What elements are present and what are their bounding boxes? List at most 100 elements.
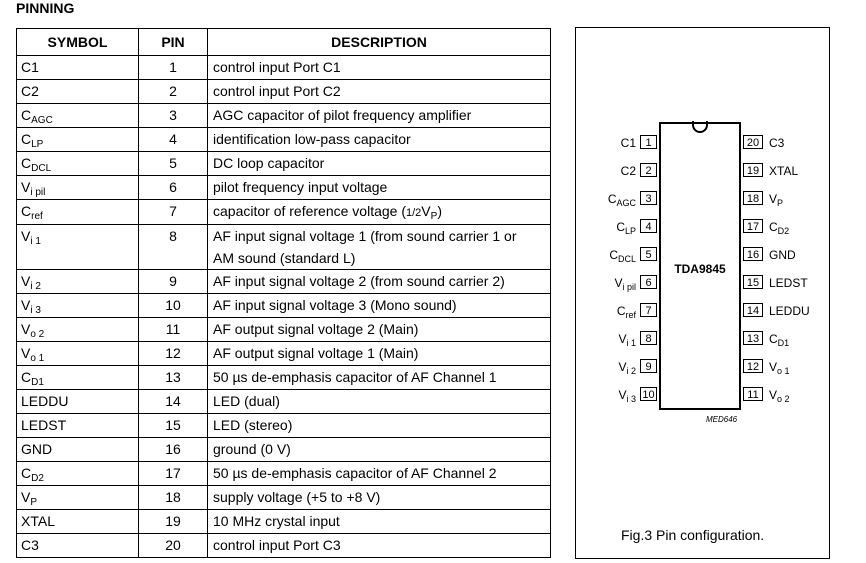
symbol-cell: VP — [16, 485, 139, 510]
description-cell: control input Port C2 — [207, 79, 551, 104]
description-cell: DC loop capacitor — [207, 151, 551, 176]
description-cell: AF input signal voltage 3 (Mono sound) — [207, 293, 551, 318]
pin-cell: 4 — [138, 127, 208, 152]
pin-symbol-label: VP — [769, 192, 784, 208]
pin-cell: 5 — [138, 151, 208, 176]
pin-cell: 10 — [138, 293, 208, 318]
description-cell: supply voltage (+5 to +8 V) — [207, 485, 551, 510]
pin-cell: 2 — [138, 79, 208, 104]
pin-cell: 13 — [138, 365, 208, 390]
pin-cell: 8 — [138, 224, 208, 270]
pin-number-box: 3 — [640, 191, 657, 205]
symbol-cell: CAGC — [16, 103, 139, 128]
pin-symbol-label: LEDST — [769, 276, 808, 290]
pin-symbol-label: XTAL — [769, 164, 799, 178]
symbol-cell: CD1 — [16, 365, 139, 390]
description-cell: AF input signal voltage 2 (from sound ca… — [207, 269, 551, 294]
chip-name: TDA9845 — [674, 262, 726, 276]
description-cell: 50 µs de-emphasis capacitor of AF Channe… — [207, 461, 551, 486]
pin-cell: 17 — [138, 461, 208, 486]
symbol-cell: C3 — [16, 533, 139, 558]
description-cell: AF output signal voltage 2 (Main) — [207, 317, 551, 342]
pin-symbol-label: GND — [769, 248, 796, 262]
symbol-cell: Vo 2 — [16, 317, 139, 342]
description-cell: control input Port C1 — [207, 55, 551, 80]
symbol-cell: GND — [16, 437, 139, 462]
pin-cell: 16 — [138, 437, 208, 462]
pin-number-box: 13 — [743, 331, 763, 345]
symbol-cell: Vi 1 — [16, 224, 139, 270]
table-header-row: SYMBOL PIN DESCRIPTION — [16, 28, 551, 56]
pin-cell: 3 — [138, 103, 208, 128]
symbol-cell: Vi 3 — [16, 293, 139, 318]
pin-symbol-label: CLP — [616, 220, 636, 236]
pin-number-box: 19 — [743, 163, 763, 177]
pin-number-box: 1 — [640, 135, 657, 149]
figure-frame — [575, 27, 830, 559]
description-cell: capacitor of reference voltage (1/2VP) — [207, 199, 551, 225]
pin-symbol-label: Vo 2 — [769, 388, 790, 404]
symbol-cell: CDCL — [16, 151, 139, 176]
pin-number-box: 15 — [743, 275, 763, 289]
description-cell: LED (dual) — [207, 389, 551, 414]
pin-cell: 1 — [138, 55, 208, 80]
description-cell: pilot frequency input voltage — [207, 175, 551, 200]
description-cell: 50 µs de-emphasis capacitor of AF Channe… — [207, 365, 551, 390]
pin-symbol-label: Cref — [616, 304, 636, 320]
pin-cell: 6 — [138, 175, 208, 200]
section-heading: PINNING — [16, 0, 75, 16]
pin-cell: 9 — [138, 269, 208, 294]
pin-number-box: 2 — [640, 163, 657, 177]
symbol-cell: XTAL — [16, 509, 139, 534]
pin-cell: 12 — [138, 341, 208, 366]
pin-number-box: 16 — [743, 247, 763, 261]
symbol-cell: Cref — [16, 199, 139, 225]
pin-number-box: 18 — [743, 191, 763, 205]
pin-cell: 18 — [138, 485, 208, 510]
pin-number-box: 20 — [743, 135, 763, 149]
pin-cell: 19 — [138, 509, 208, 534]
symbol-cell: LEDDU — [16, 389, 139, 414]
pin-number-box: 10 — [640, 387, 657, 401]
pin-number-box: 11 — [743, 387, 763, 401]
symbol-cell: LEDST — [16, 413, 139, 438]
symbol-cell: C1 — [16, 55, 139, 80]
pin-symbol-label: CD1 — [769, 332, 790, 348]
pin-number-box: 17 — [743, 219, 763, 233]
pin-cell: 20 — [138, 533, 208, 558]
column-header-pin: PIN — [138, 28, 208, 56]
description-cell: 10 MHz crystal input — [207, 509, 551, 534]
pin-symbol-label: Vi 1 — [618, 332, 636, 348]
description-cell: AGC capacitor of pilot frequency amplifi… — [207, 103, 551, 128]
pin-number-box: 4 — [640, 219, 657, 233]
pin-symbol-label: Vi pil — [614, 276, 636, 292]
pin-cell: 11 — [138, 317, 208, 342]
pin-number-box: 5 — [640, 247, 657, 261]
pin-cell: 7 — [138, 199, 208, 225]
description-cell: AF input signal voltage 1 (from sound ca… — [207, 224, 551, 270]
pin-number-box: 8 — [640, 331, 657, 345]
column-header-description: DESCRIPTION — [207, 28, 551, 56]
pin-number-box: 9 — [640, 359, 657, 373]
pin-number-box: 14 — [743, 303, 763, 317]
pin-symbol-label: CD2 — [769, 220, 790, 236]
pin-cell: 15 — [138, 413, 208, 438]
symbol-cell: Vo 1 — [16, 341, 139, 366]
